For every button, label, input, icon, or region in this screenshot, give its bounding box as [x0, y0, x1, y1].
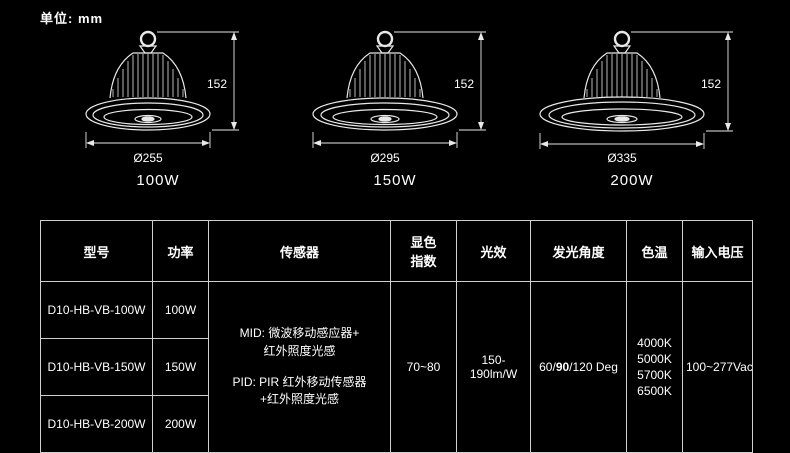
diameter-dimension [312, 132, 458, 148]
header-efficacy: 光效 [456, 220, 531, 282]
dimension-arrows [313, 32, 484, 146]
height-dimension [394, 31, 486, 131]
header-cri-line2: 指数 [410, 254, 437, 269]
model-cell: D10-HB-VB-200W [40, 395, 153, 453]
height-dimension [157, 31, 239, 131]
hook-ring [613, 30, 631, 48]
model-cell: D10-HB-VB-150W [40, 338, 153, 396]
hook-ring [376, 30, 394, 48]
diameter-label: Ø255 [133, 151, 163, 165]
lamp-drawing-100w: 152 Ø255 [85, 30, 239, 165]
drawing-200w: 152 Ø335 200W [517, 26, 747, 189]
cri-cell: 70~80 [390, 281, 457, 453]
header-sensor: 传感器 [208, 220, 391, 282]
cct-values: 4000K 5000K 5700K 6500K [637, 335, 672, 400]
beam-bold: 90 [555, 360, 570, 374]
unit-label: 单位: mm [40, 11, 104, 26]
heatsink-fins [586, 54, 658, 97]
beam-suffix: /120 Deg [569, 360, 618, 374]
sensor-gap [212, 360, 387, 374]
voltage-cell: 100~277Vac [682, 281, 753, 453]
spec-table: 型号 功率 传感器 显色 指数 光效 发光角度 色温 输入电压 D10-HB-V… [40, 220, 753, 453]
height-dim-label: 152 [701, 77, 721, 91]
heatsink-fins [112, 54, 184, 97]
wattage-label-150w: 150W [373, 172, 417, 189]
table-row: D10-HB-VB-150W 150W [40, 338, 753, 396]
header-model: 型号 [40, 220, 153, 282]
sensor-mid-line2: 红外照度光感 [263, 343, 336, 358]
lamp-drawing-200w: 152 Ø335 [539, 30, 733, 165]
cct-value: 5700K [637, 368, 672, 382]
sensor-pid-line1: PID: PIR 红外移动传感器 [232, 375, 367, 389]
lamp-disc [85, 97, 211, 131]
header-power: 功率 [152, 220, 209, 282]
heatsink-dome [109, 52, 187, 99]
diameter-dimension [539, 133, 705, 149]
height-dimension [631, 31, 733, 132]
sensor-mid-line1: MID: 微波移动感应器+ [239, 326, 360, 341]
model-cell: D10-HB-VB-100W [40, 281, 153, 339]
header-beam-angle: 发光角度 [530, 220, 627, 282]
power-cell: 100W [152, 281, 209, 339]
beam-angle-cell: 60/90/120 Deg [530, 281, 627, 453]
wattage-label-200w: 200W [610, 172, 654, 189]
sensor-pid-line2: +红外照度光感 [259, 392, 339, 407]
lamp-disc [539, 96, 705, 132]
height-dim-label: 152 [454, 77, 474, 91]
heatsink-dome [346, 52, 424, 99]
cct-value: 6500K [637, 384, 672, 399]
header-cct: 色温 [626, 220, 683, 282]
heatsink-dome [583, 52, 661, 99]
diameter-dimension [85, 132, 211, 148]
beam-prefix: 60/ [539, 360, 556, 374]
drawing-150w: 152 Ø295 150W [280, 26, 510, 189]
efficacy-cell: 150-190lm/W [456, 281, 531, 453]
cct-value: 4000K [637, 335, 672, 350]
dimension-arrows [540, 32, 731, 147]
dimension-arrows [86, 32, 237, 146]
table-row: D10-HB-VB-200W 200W [40, 395, 753, 453]
height-dim-label: 152 [207, 77, 227, 91]
lamp-drawing-150w: 152 Ø295 [312, 30, 486, 165]
product-drawings: 152 Ø255 100W [43, 26, 747, 189]
table-header-row: 型号 功率 传感器 显色 指数 光效 发光角度 色温 输入电压 [40, 220, 753, 282]
power-cell: 150W [152, 338, 209, 396]
sensor-cell: MID: 微波移动感应器+ 红外照度光感 PID: PIR 红外移动传感器 +红… [208, 281, 391, 453]
cct-value: 5000K [637, 351, 672, 366]
header-cri: 显色 指数 [390, 220, 457, 282]
hook-ring [139, 30, 157, 48]
diameter-label: Ø335 [607, 151, 637, 165]
diameter-label: Ø295 [370, 151, 400, 165]
wattage-label-100w: 100W [136, 172, 180, 189]
power-cell: 200W [152, 395, 209, 453]
lamp-disc [312, 97, 458, 131]
cct-cell: 4000K 5000K 5700K 6500K [626, 281, 683, 453]
header-voltage: 输入电压 [682, 220, 753, 282]
heatsink-fins [349, 54, 421, 97]
table-row: D10-HB-VB-100W 100W MID: 微波移动感应器+ 红外照度光感… [40, 281, 753, 453]
drawing-100w: 152 Ø255 100W [43, 26, 273, 189]
header-cri-line1: 显色 [410, 235, 437, 250]
